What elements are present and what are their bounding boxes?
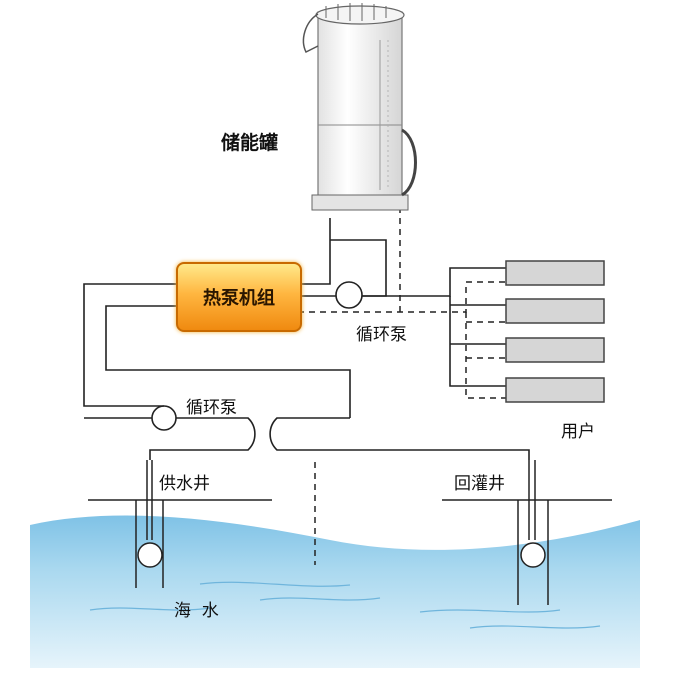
- user-unit-2: [505, 298, 605, 324]
- supply-well-label: 供水井: [159, 474, 210, 494]
- load-pipes: [298, 218, 506, 387]
- recharge-well-label: 回灌井: [454, 474, 505, 494]
- recharge-well: [517, 460, 549, 605]
- supply-well-pump: [137, 542, 163, 568]
- recharge-well-pump: [520, 542, 546, 568]
- sea-waves: [89, 581, 601, 629]
- lower-circulation-pump-label: 循环泵: [186, 398, 237, 418]
- source-pipe-loop: [83, 283, 351, 419]
- heat-pump-unit-label: 热泵机组: [203, 288, 275, 309]
- lower-circulation-pump: [151, 405, 177, 431]
- user-unit-1: [505, 260, 605, 286]
- heat-pump-unit: 热泵机组: [176, 262, 302, 332]
- sea-water: [30, 515, 640, 668]
- storage-tank: [302, 3, 417, 211]
- seawater-label: 海 水: [174, 601, 219, 621]
- user-unit-4: [505, 377, 605, 403]
- supply-well: [135, 460, 164, 588]
- well-pipe-loop: [149, 417, 530, 460]
- upper-circulation-pump: [335, 281, 363, 309]
- user-units: [505, 260, 605, 403]
- user-unit-3: [505, 337, 605, 363]
- users-label: 用户: [561, 422, 595, 442]
- dashed-return-pipes: [298, 205, 506, 565]
- upper-circulation-pump-label: 循环泵: [356, 325, 407, 345]
- storage-tank-label: 储能罐: [221, 132, 279, 154]
